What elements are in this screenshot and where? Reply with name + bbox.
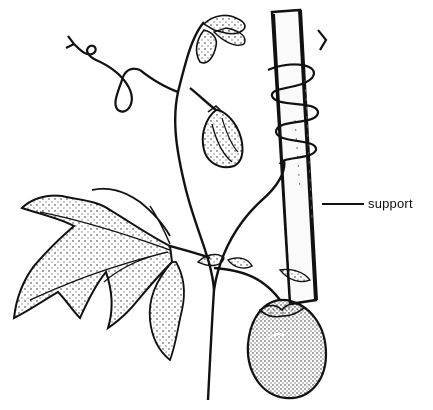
support-pole (272, 10, 316, 304)
fruit (248, 300, 326, 398)
tendril-curl (66, 36, 140, 112)
flower-bud (203, 106, 243, 167)
support-label: support (368, 196, 413, 211)
leaf (14, 189, 172, 328)
